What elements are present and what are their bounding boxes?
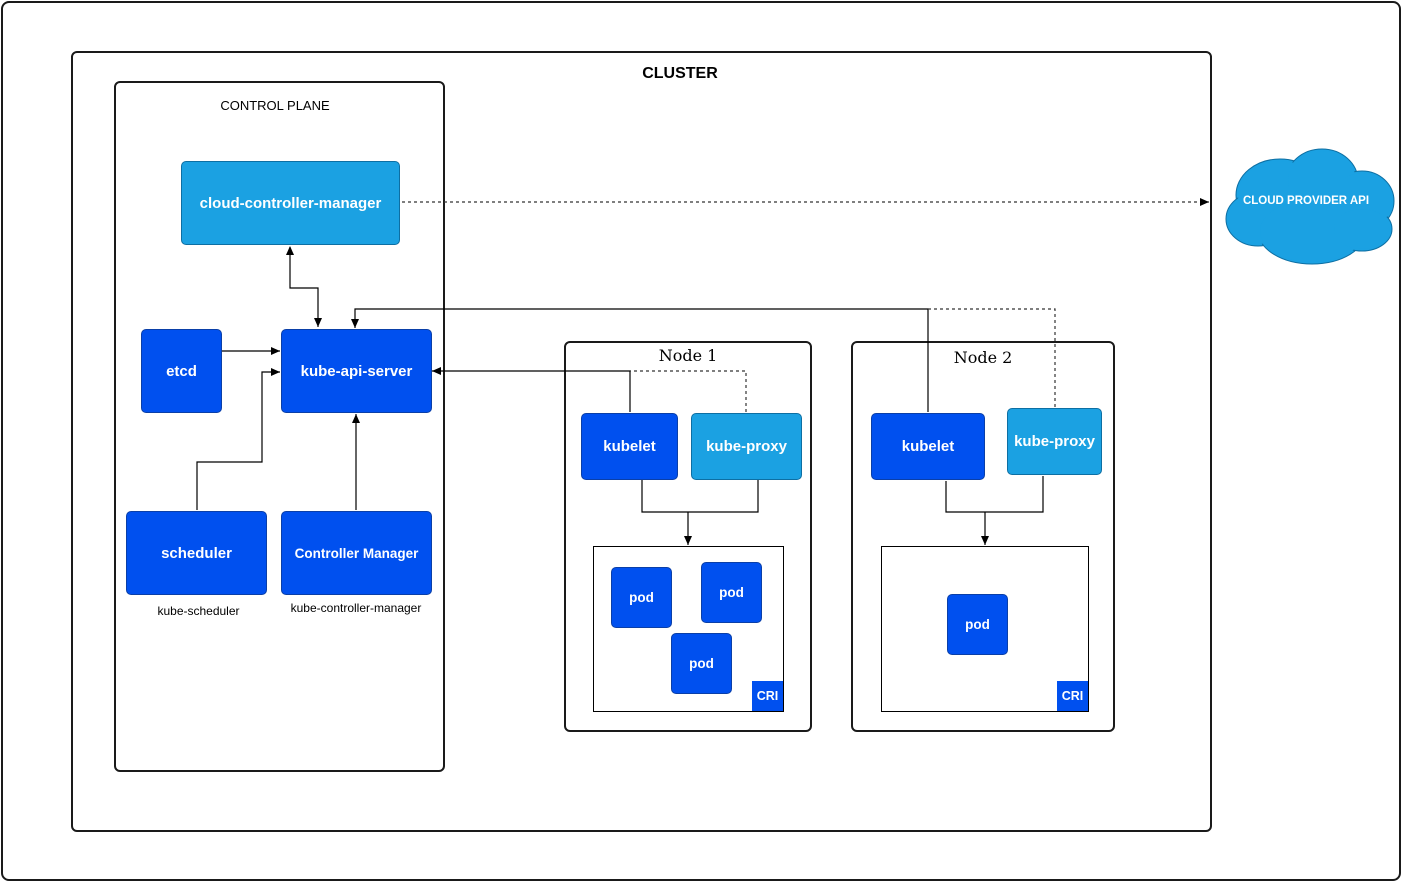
node1-to-pods-arrow — [641, 480, 759, 545]
kube-api-server-box[interactable]: kube-api-server — [281, 329, 432, 413]
node1-kubelet-to-api-arrow — [432, 367, 631, 412]
control-plane-title: CONTROL PLANE — [220, 98, 330, 113]
cloud-provider-label: CLOUD PROVIDER API — [1242, 195, 1370, 207]
node2-to-pods-arrow — [945, 476, 1044, 545]
controller-manager-caption: kube-controller-manager — [290, 601, 422, 615]
node-2-cri-badge: CRI — [1057, 681, 1088, 711]
ccm-api-arrow — [286, 246, 322, 327]
node-2-kube-proxy-box[interactable]: kube-proxy — [1007, 408, 1102, 475]
scheduler-box[interactable]: scheduler — [126, 511, 267, 595]
node-1-kubelet-box[interactable]: kubelet — [581, 413, 678, 480]
node2-proxy-link — [928, 308, 1056, 407]
node-2-pod-1[interactable]: pod — [947, 594, 1008, 655]
node-1-pod-3[interactable]: pod — [671, 633, 732, 694]
node-1-pod-2[interactable]: pod — [701, 562, 762, 623]
controller-manager-box[interactable]: Controller Manager — [281, 511, 432, 595]
node-2-pod-area — [881, 546, 1089, 712]
node2-kubelet-to-api-arrow — [351, 308, 929, 412]
cloud-controller-manager-box[interactable]: cloud-controller-manager — [181, 161, 400, 245]
etcd-box[interactable]: etcd — [141, 329, 222, 413]
node-2-title: Node 2 — [953, 348, 1013, 367]
scheduler-to-api-arrow — [196, 368, 280, 510]
node-1-cri-badge: CRI — [752, 681, 783, 711]
node-1-kube-proxy-box[interactable]: kube-proxy — [691, 413, 802, 480]
node-1-pod-1[interactable]: pod — [611, 567, 672, 628]
cloud-provider-shape[interactable] — [1222, 143, 1397, 267]
cluster-title: CLUSTER — [642, 65, 718, 82]
node1-proxy-link — [630, 370, 747, 412]
node-1-title: Node 1 — [658, 346, 718, 365]
scheduler-caption: kube-scheduler — [157, 604, 240, 618]
node-2-kubelet-box[interactable]: kubelet — [871, 413, 985, 480]
